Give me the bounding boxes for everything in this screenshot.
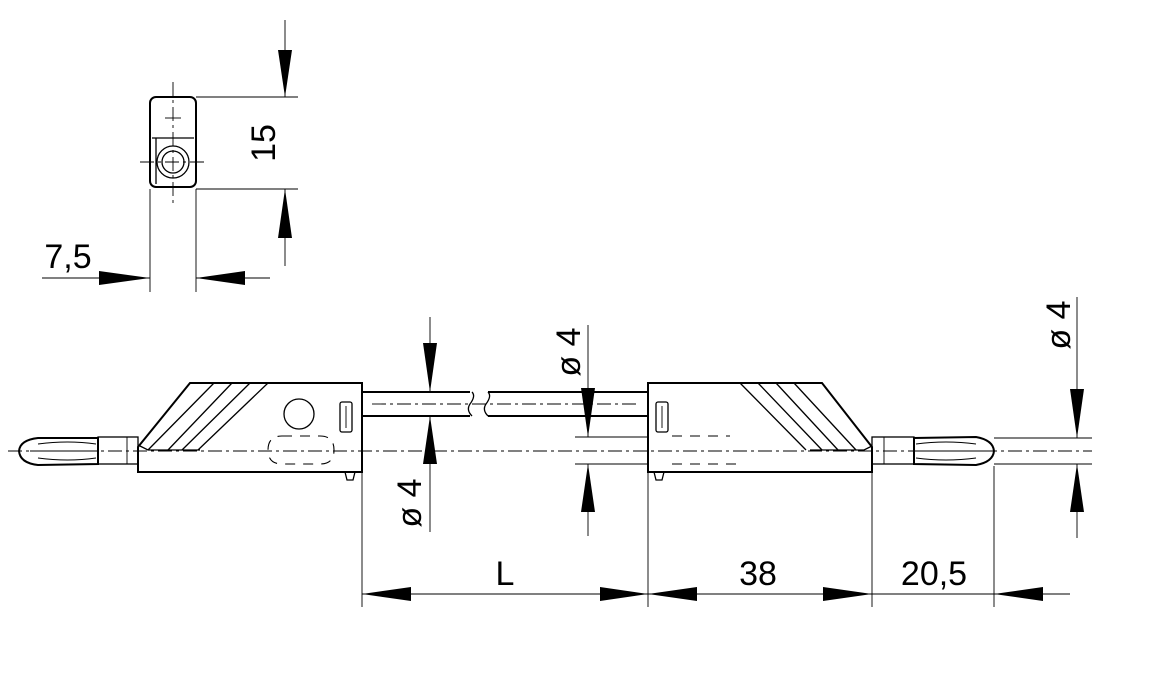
left-plug [17, 382, 491, 481]
end-view [140, 82, 298, 292]
dimension-socket-diameter: ø 4 [550, 325, 648, 536]
dimension-width: 7,5 [42, 238, 270, 285]
cable-diameter-label: ø 4 [391, 478, 429, 527]
dimension-cable-diameter: ø 4 [391, 317, 437, 532]
dimension-tip-diameter: ø 4 [994, 297, 1092, 538]
height-label: 15 [245, 124, 283, 162]
tip-length-label: 20,5 [901, 555, 967, 593]
dimension-lengths: L 38 20,5 [361, 466, 1070, 607]
dimension-height: 15 [245, 20, 292, 266]
length-label: L [496, 555, 515, 593]
tip-diameter-label: ø 4 [1040, 300, 1078, 349]
right-plug [488, 382, 996, 481]
body-length-label: 38 [739, 555, 777, 593]
socket-diameter-label: ø 4 [550, 327, 588, 376]
width-label: 7,5 [44, 238, 91, 276]
